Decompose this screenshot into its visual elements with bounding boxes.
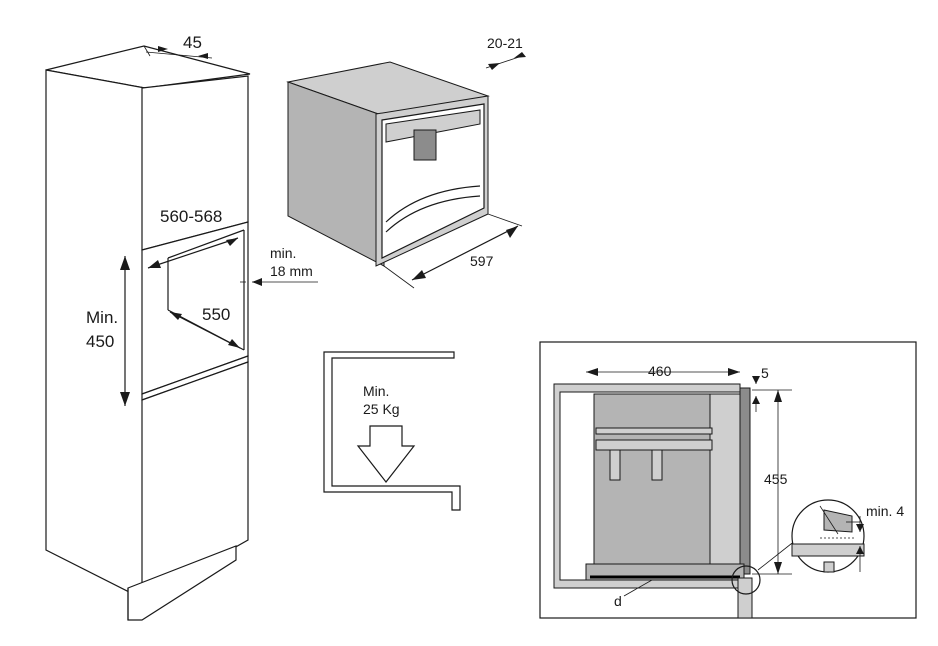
cabinet-drawing <box>45 45 318 621</box>
niche-depth-label: 550 <box>202 305 230 324</box>
load-label-1: Min. <box>363 383 389 399</box>
side-height-label: 455 <box>764 471 788 487</box>
letter-d-label: d <box>614 593 622 609</box>
top-depth-label: 45 <box>183 33 202 52</box>
niche-width-label: 560-568 <box>160 207 222 226</box>
appliance-width-label: 597 <box>470 253 494 269</box>
min-thickness-label-2: 18 mm <box>270 263 313 279</box>
niche-height-label-1: Min. <box>86 308 118 327</box>
top-gap-label: 5 <box>761 365 769 381</box>
load-label-2: 25 Kg <box>363 401 400 417</box>
niche-height-label-2: 450 <box>86 332 114 351</box>
appliance-drawing <box>286 52 526 289</box>
min-offset-label: min. 4 <box>866 503 904 519</box>
side-depth-label: 460 <box>648 363 672 379</box>
frame-gap-label: 20-21 <box>487 35 523 51</box>
load-drawing <box>323 351 461 511</box>
section-drawing <box>539 341 917 619</box>
min-thickness-label-1: min. <box>270 245 296 261</box>
